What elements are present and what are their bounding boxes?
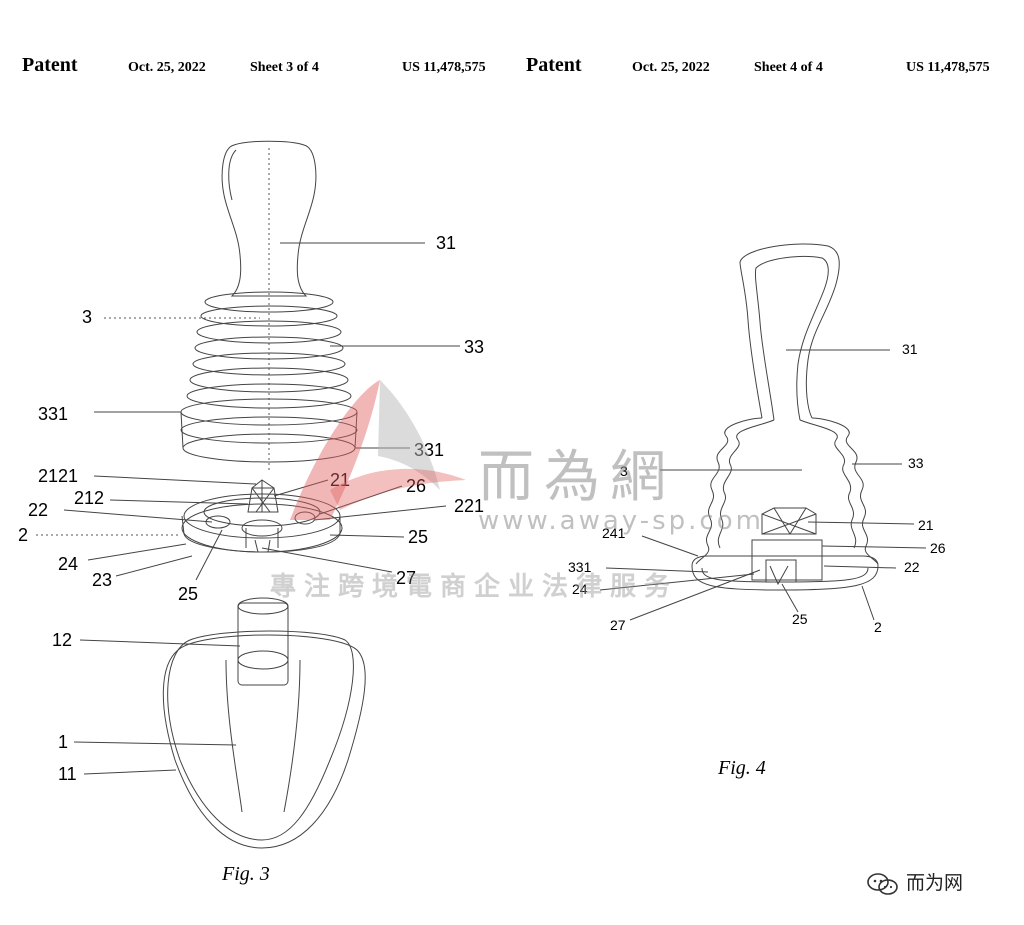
ref-3: 3 [82,307,92,327]
ref-31: 31 [902,341,918,357]
ref-25-right: 25 [408,527,428,547]
ref-331-left: 331 [38,404,68,424]
ref-3: 3 [620,463,628,479]
ref-33: 33 [464,337,484,357]
source-badge: 而为网 [866,868,963,896]
watermark-url: www.away-sp.com [478,506,764,536]
ref-212: 212 [74,488,104,508]
watermark-slogan: 專注跨境電商企业法律服务 [270,572,679,602]
ref-2121: 2121 [38,466,78,486]
patent-number: US 11,478,575 [402,60,486,75]
ref-221: 221 [454,496,484,516]
ref-2: 2 [874,619,882,635]
watermark-brand: 而為網 [478,445,676,510]
patent-number: US 11,478,575 [906,60,990,75]
ref-12: 12 [52,630,72,650]
ref-241: 241 [602,525,626,541]
sheet-number: Sheet 4 of 4 [754,60,823,75]
ref-23: 23 [92,570,112,590]
ref-25-bottom: 25 [178,584,198,604]
figure-caption: Fig. 4 [717,757,766,779]
ref-26: 26 [930,540,946,556]
patent-label: Patent [22,54,78,76]
ref-22: 22 [904,559,920,575]
ref-21: 21 [918,517,934,533]
patent-label: Patent [526,54,582,76]
ref-33: 33 [908,455,924,471]
ref-331: 331 [568,559,592,575]
ref-27: 27 [610,617,626,633]
ref-22: 22 [28,500,48,520]
issue-date: Oct. 25, 2022 [128,60,206,75]
ref-25: 25 [792,611,808,627]
watermark-logo [290,380,466,520]
ref-26: 26 [406,476,426,496]
ref-24: 24 [572,581,588,597]
ref-21: 21 [330,470,350,490]
patent-sheet-4: Patent Oct. 25, 2022 Sheet 4 of 4 US 11,… [512,0,1024,925]
source-badge-label: 而为网 [906,872,964,894]
sheet-number: Sheet 3 of 4 [250,60,319,75]
wechat-icon [867,872,898,895]
ref-2: 2 [18,525,28,545]
figure-caption: Fig. 3 [221,863,270,885]
issue-date: Oct. 25, 2022 [632,60,710,75]
ref-11: 11 [58,764,77,784]
figure-4-drawing: 31 3 33 21 241 26 331 22 24 27 25 2 Fig.… [568,243,946,779]
ref-24: 24 [58,554,78,574]
ref-31: 31 [436,233,456,253]
ref-1: 1 [58,732,68,752]
ref-27: 27 [396,568,416,588]
